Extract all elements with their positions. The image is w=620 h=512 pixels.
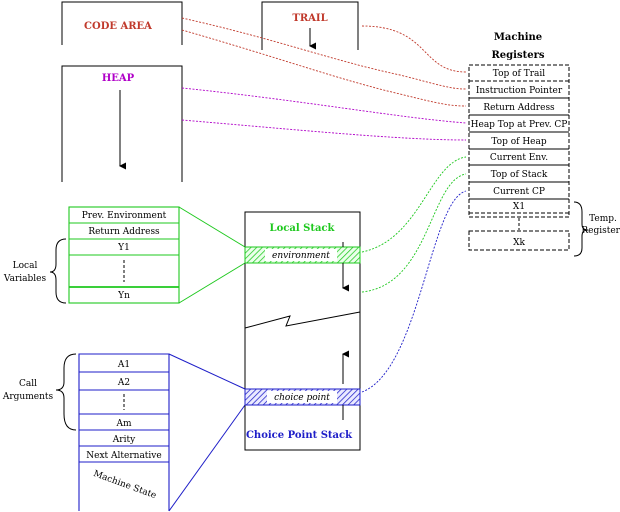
registers-box xyxy=(468,64,570,218)
register-pointers xyxy=(181,17,467,393)
pointer-instruction-pointer xyxy=(181,17,467,90)
env-row-yn: Yn xyxy=(117,291,130,301)
xk-register-box xyxy=(468,230,570,251)
register-current-env: Current Env. xyxy=(490,153,548,163)
cp-row-next-alternative: Next Alternative xyxy=(86,451,161,461)
call-arguments-label-2: Arguments xyxy=(2,392,54,402)
env-zoom-line-bottom xyxy=(178,262,246,304)
choice-point-frame: A1 A2 Am Arity Next Alternative Machine … xyxy=(2,353,246,512)
env-row-y1: Y1 xyxy=(117,243,130,253)
temp-registers-label-1: Temp. xyxy=(589,214,617,224)
register-return-address: Return Address xyxy=(483,103,555,113)
pointer-return-address xyxy=(181,29,467,107)
local-stack-label: Local Stack xyxy=(270,223,336,234)
cp-row-a2: A2 xyxy=(117,378,130,388)
pointer-current-env xyxy=(361,156,467,253)
local-variables-label-1: Local xyxy=(13,261,38,271)
heap-label: HEAP xyxy=(102,73,135,84)
env-row-return-address: Return Address xyxy=(88,227,160,237)
choice-point-stack-label: Choice Point Stack xyxy=(246,430,353,441)
temp-registers-label-2: Registers xyxy=(581,226,620,236)
trail-area: TRAIL xyxy=(261,1,359,50)
pointer-top-of-trail xyxy=(361,25,467,73)
pointer-top-of-heap xyxy=(181,119,467,141)
code-area-label: CODE AREA xyxy=(84,21,152,32)
register-top-of-heap: Top of Heap xyxy=(491,137,546,147)
environment-frame: Prev. Environment Return Address Y1 Yn L… xyxy=(3,206,246,304)
code-area: CODE AREA xyxy=(61,1,183,45)
environment-label: environment xyxy=(272,251,330,261)
choice-point-label: choice point xyxy=(274,393,330,403)
temp-registers-brace xyxy=(573,201,589,257)
machine-registers-title-1: Machine xyxy=(494,32,542,43)
call-arguments-brace xyxy=(55,353,77,431)
register-xk: Xk xyxy=(513,238,525,248)
register-x1: X1 xyxy=(513,202,525,212)
machine-registers-title-2: Registers xyxy=(492,50,545,61)
cp-machine-state: Machine State xyxy=(92,469,158,501)
heap-area: HEAP xyxy=(61,65,183,182)
pointer-top-of-stack xyxy=(361,173,467,293)
cp-row-am: Am xyxy=(115,419,131,429)
register-current-cp: Current CP xyxy=(493,187,545,197)
local-variables-brace xyxy=(49,238,67,304)
cp-zoom-line-bottom xyxy=(168,404,246,512)
env-zoom-line-top xyxy=(178,206,246,248)
pointer-heap-top-prev-cp xyxy=(181,87,467,124)
stack-break-line xyxy=(244,311,361,329)
machine-registers: Machine Registers Top of Trail Instructi… xyxy=(468,32,620,257)
cp-row-a1: A1 xyxy=(117,360,130,370)
trail-label: TRAIL xyxy=(292,13,327,24)
register-top-of-trail: Top of Trail xyxy=(493,69,546,79)
env-row-prev-environment: Prev. Environment xyxy=(82,211,167,221)
register-heap-top-prev-cp: Heap Top at Prev. CP xyxy=(471,120,568,130)
local-variables-label-2: Variables xyxy=(3,274,47,284)
register-top-of-stack: Top of Stack xyxy=(491,170,548,180)
register-instruction-pointer: Instruction Pointer xyxy=(476,86,563,96)
cp-row-arity: Arity xyxy=(112,435,136,445)
stack-box xyxy=(244,211,361,451)
call-arguments-label-1: Call xyxy=(19,379,37,389)
pointer-current-cp xyxy=(361,190,467,393)
cp-zoom-line-top xyxy=(168,353,246,390)
stack-area: Local Stack environment choice point Cho… xyxy=(244,211,361,451)
